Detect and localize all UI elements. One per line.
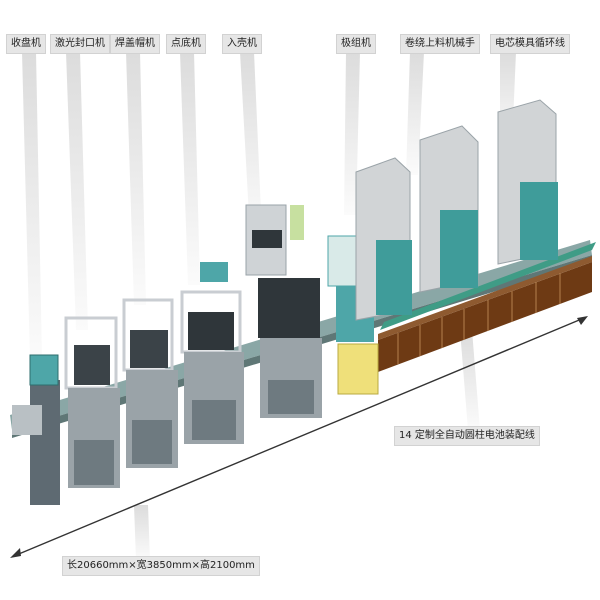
machine-casing (245, 204, 322, 418)
dimension-arrow (10, 316, 588, 558)
line-title-label: 14 定制全自动圆柱电池装配线 (394, 426, 540, 446)
label-casing-machine: 入壳机 (222, 34, 262, 54)
dimensions-label: 长20660mm×宽3850mm×高2100mm (62, 556, 260, 576)
label-bottom-welder: 点底机 (166, 34, 206, 54)
winding-towers (355, 99, 558, 321)
label-cap-welder: 焊盖帽机 (110, 34, 160, 54)
label-pole-group: 极组机 (336, 34, 376, 54)
label-winding-manipulator: 卷绕上料机械手 (400, 34, 480, 54)
callout-beams (22, 52, 516, 560)
label-laser-sealer: 激光封口机 (50, 34, 110, 54)
label-core-mold-loop: 电芯模具循环线 (490, 34, 570, 54)
mold-loop-conveyor (378, 242, 596, 372)
label-tray-receiver: 收盘机 (6, 34, 46, 54)
machine-cap-welder (122, 298, 178, 468)
machine-tray-receiver (12, 354, 60, 505)
machine-laser-sealer (64, 316, 120, 488)
machine-bottom-welder (180, 262, 244, 444)
